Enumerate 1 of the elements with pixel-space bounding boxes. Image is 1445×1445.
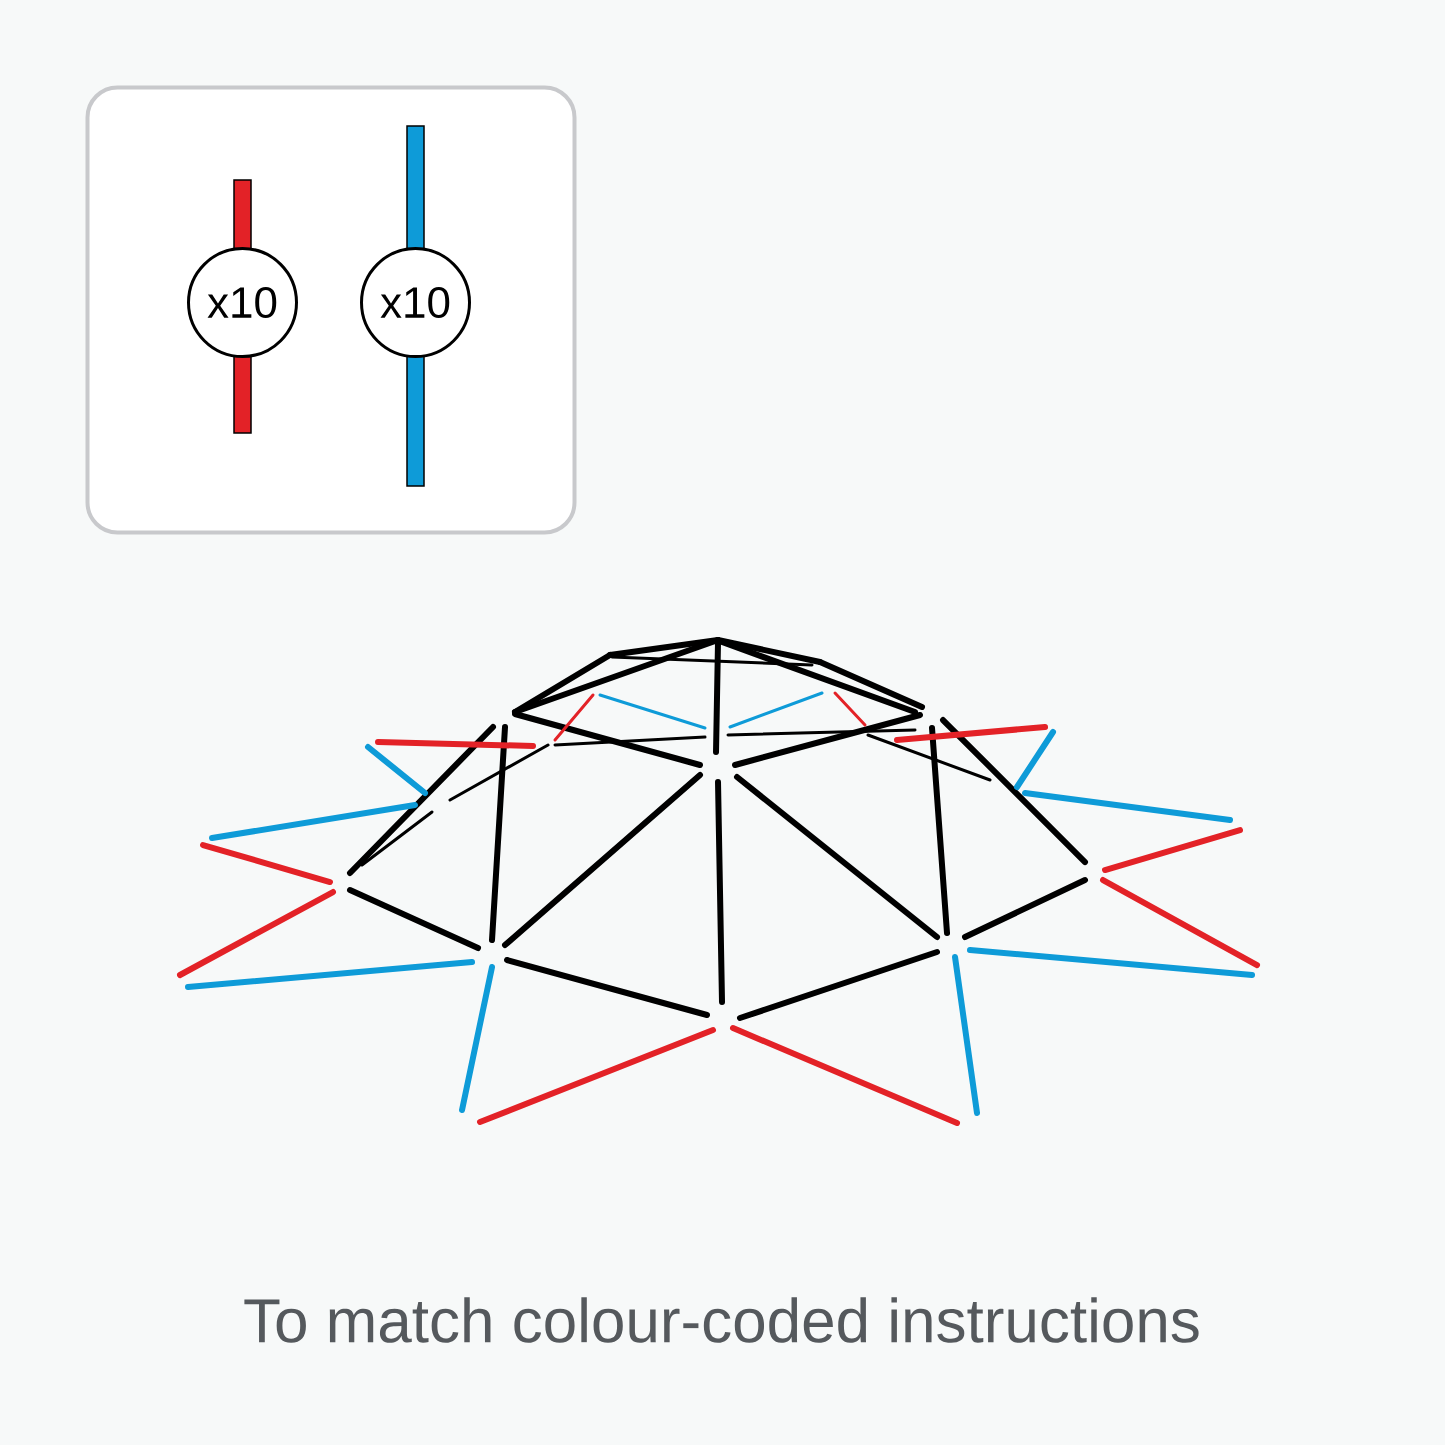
caption: To match colour-coded instructions <box>244 1297 1199 1343</box>
